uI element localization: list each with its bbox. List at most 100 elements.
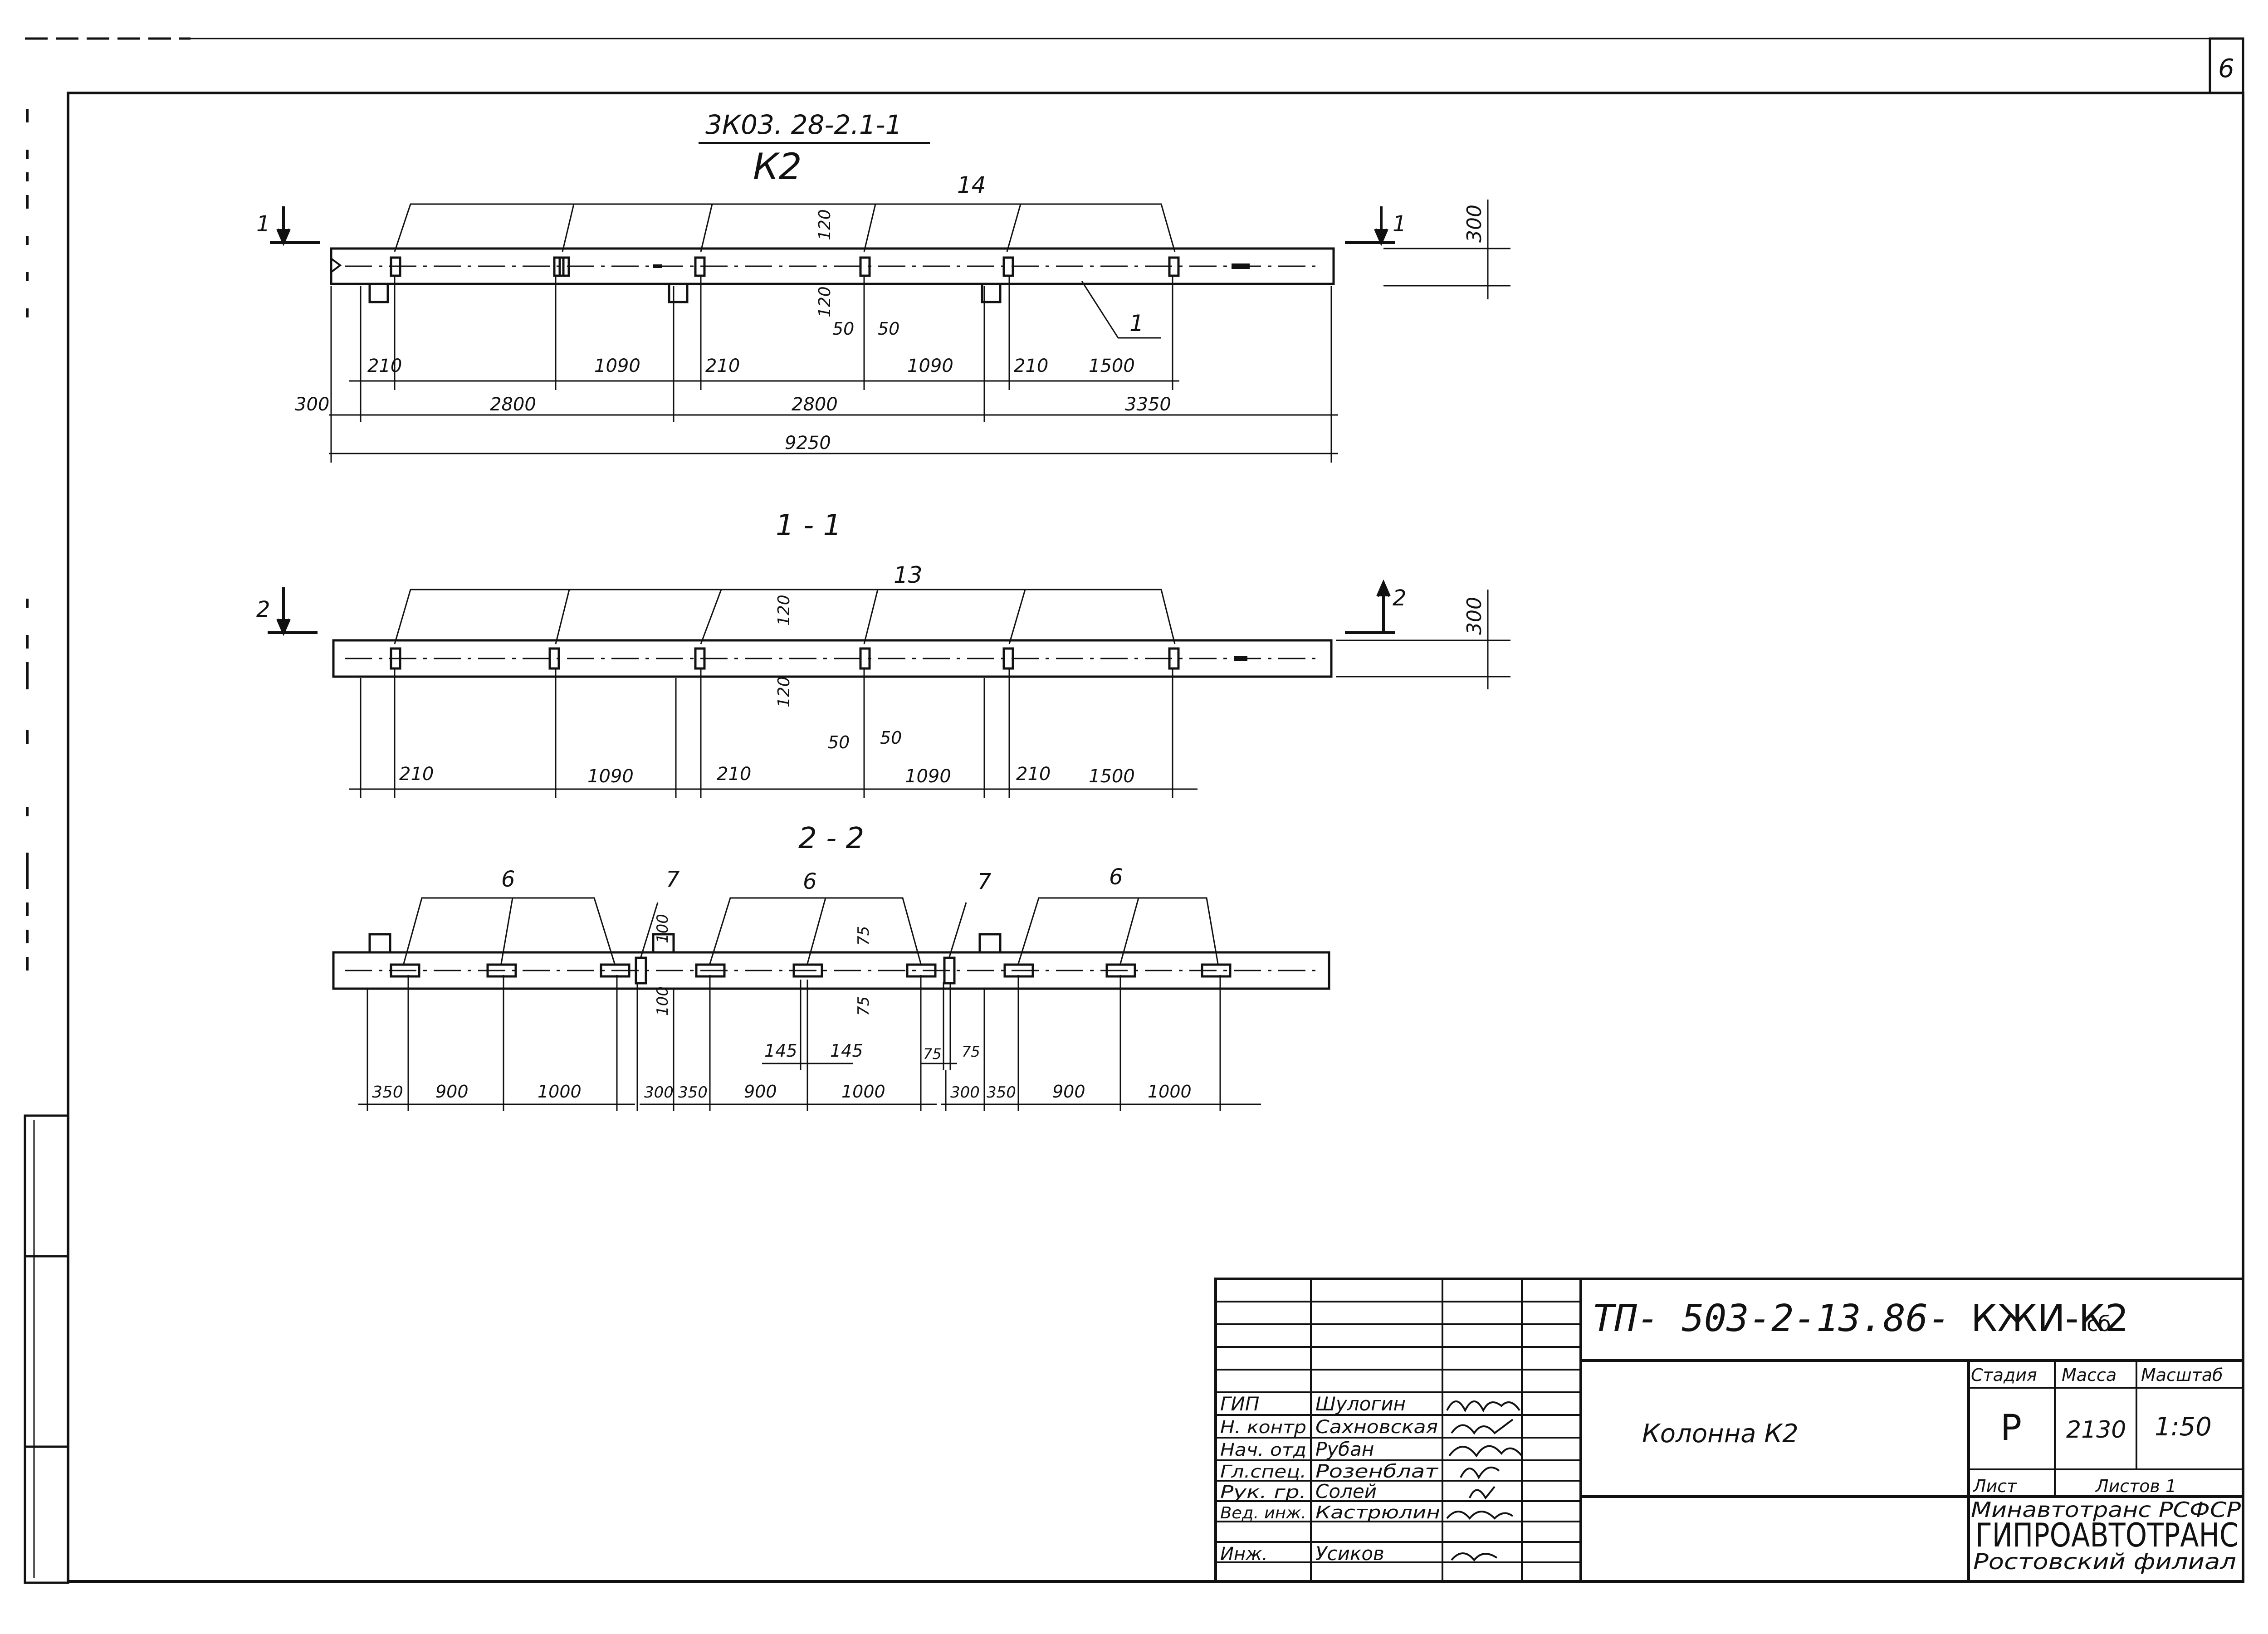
s1-hole-dim-top: 120 <box>775 595 793 626</box>
callout-6-a: 6 <box>501 867 515 892</box>
column-end-notch <box>330 258 342 273</box>
section-mark-2-right <box>1345 579 1395 634</box>
s2-dim-900-c: 900 <box>1052 1082 1085 1102</box>
stage-value: Р <box>2000 1408 2022 1449</box>
dim-main-2800-b: 2800 <box>792 394 838 415</box>
s2-dim-1000-c: 1000 <box>1148 1082 1192 1102</box>
s2-dim-350-a: 350 <box>372 1083 403 1102</box>
section-1-body <box>332 639 1333 678</box>
s2-dim-300-a: 300 <box>644 1083 674 1102</box>
doc-suffix: КЖИ-К2 <box>1971 1297 2129 1340</box>
element-name: К2 <box>753 146 802 188</box>
height-dim-main-label: 300 <box>1463 205 1486 243</box>
dim-s1-210-c: 210 <box>1016 764 1051 785</box>
callout-13: 13 <box>894 562 923 588</box>
dim-s1-210-a: 210 <box>399 764 434 785</box>
callout-14: 14 <box>957 172 986 198</box>
staff-name: Розенблат <box>1315 1461 1439 1482</box>
mass-value: 2130 <box>2066 1416 2126 1444</box>
section-label-1-right: 1 <box>1393 211 1407 237</box>
staff-name: Рубан <box>1315 1438 1374 1460</box>
left-stamp-strip <box>24 1114 69 1584</box>
staff-name: Шулогин <box>1315 1393 1406 1415</box>
sheet-number-box <box>2209 37 2244 94</box>
staff-role: Инж. <box>1220 1544 1268 1565</box>
section-2-title: 2 - 2 <box>798 822 864 855</box>
callout-7-b: 7 <box>978 869 992 894</box>
dim-s1-210-b: 210 <box>717 764 751 785</box>
element-mark: 3К03. 28-2.1-1 <box>705 109 902 140</box>
col-mass-header: Масса <box>2062 1365 2116 1385</box>
s1-hole-dim-left: 50 <box>828 732 850 752</box>
s2-dim-75-b: 75 <box>962 1043 980 1060</box>
section-1-title: 1 - 1 <box>776 509 841 542</box>
dim-lines-main <box>329 277 1338 463</box>
dim-main-total: 9250 <box>785 433 831 454</box>
staff-name: Кастрюлин <box>1315 1502 1440 1522</box>
dim-s1-1090-b: 1090 <box>905 766 951 787</box>
s1-hole-dim-right: 50 <box>880 728 902 748</box>
s2-dim-1000-b: 1000 <box>841 1082 885 1102</box>
height-dim-1-label: 300 <box>1463 597 1486 635</box>
dim-lines-1 <box>349 669 1198 798</box>
s2-dim-75-a: 75 <box>923 1045 942 1063</box>
s1-hole-dim-bottom: 120 <box>775 676 793 707</box>
staff-role: Вед. инж. <box>1220 1504 1306 1522</box>
main-view-elevation: 14 1 1 1 300 120 120 50 50 <box>256 172 1510 463</box>
section-1-1: 1 - 1 13 2 2 300 120 120 <box>256 509 1510 798</box>
s2-dim-1000-a: 1000 <box>538 1082 582 1102</box>
section-2-body <box>332 951 1330 990</box>
console-3 <box>981 284 1002 303</box>
title-block: ТП- 503-2-13.86- КЖИ-К2 сб Колонна К2 Ст… <box>1214 1278 2244 1583</box>
signatures <box>1446 1400 1523 1562</box>
staff-name: Усиков <box>1315 1542 1384 1565</box>
sheets-label: Листов 1 <box>2095 1476 2176 1496</box>
hole-dim-top: 120 <box>816 209 834 240</box>
section-label-1-left: 1 <box>256 211 270 237</box>
doc-code: ТП- 503-2-13.86- <box>1592 1297 1950 1340</box>
staff-rows: ГИП Шулогин Н. контр Сахновская Нач. отд… <box>1220 1393 1440 1565</box>
main-holes <box>390 256 1180 277</box>
s2-dim-145-a: 145 <box>764 1041 797 1061</box>
s2-dim-300-b: 300 <box>950 1083 980 1102</box>
s2-dim-900-b: 900 <box>744 1082 777 1102</box>
drawing-frame <box>67 92 2244 1583</box>
staff-role: ГИП <box>1220 1393 1259 1415</box>
doc-suffix-small: сб <box>2087 1312 2111 1336</box>
section-mark-1-right <box>1345 206 1395 246</box>
dim-main-210-c: 210 <box>1014 356 1048 376</box>
dim-main-1090-a: 1090 <box>594 356 640 376</box>
s2-hole-dim-bottom: 100 <box>654 986 672 1016</box>
dim-main-1500: 1500 <box>1089 356 1135 376</box>
title-block-frame <box>1214 1278 2244 1583</box>
dim-s1-1090-a: 1090 <box>587 766 634 787</box>
hole-dim-bottom: 120 <box>816 286 834 317</box>
scale-value: 1:50 <box>2155 1412 2212 1442</box>
console-1 <box>368 284 389 303</box>
dim-main-210-b: 210 <box>705 356 740 376</box>
s2-hole-dim-top: 100 <box>654 914 672 943</box>
section-2-consoles <box>368 933 1002 952</box>
staff-role: Гл.спец. <box>1220 1462 1306 1482</box>
dim-main-1090-b: 1090 <box>907 356 953 376</box>
s2-dim-900-a: 900 <box>435 1082 469 1102</box>
s2-slot-dim-bottom: 75 <box>855 996 873 1016</box>
callout-leaders-1 <box>394 589 1176 644</box>
org-line-3: Ростовский филиал <box>1973 1549 2236 1575</box>
col-stage-header: Стадия <box>1971 1365 2037 1385</box>
staff-role: Н. контр <box>1220 1417 1306 1437</box>
dim-lines-2 <box>358 975 1261 1111</box>
section-mark-2-left <box>268 587 318 636</box>
org-line-1: Минавтотранс РСФСР <box>1971 1497 2241 1522</box>
section-2-2: 2 - 2 6 7 6 7 6 100 100 75 75 <box>332 822 1330 1111</box>
sheet-number: 6 <box>2218 54 2234 83</box>
dim-main-3350: 3350 <box>1125 394 1171 415</box>
staff-name: Сахновская <box>1315 1417 1438 1438</box>
callout-7-a: 7 <box>666 867 680 892</box>
col-scale-header: Масштаб <box>2141 1365 2223 1385</box>
s2-dim-350-b: 350 <box>678 1083 708 1102</box>
s2-dim-350-c: 350 <box>987 1083 1016 1102</box>
dim-main-210-a: 210 <box>367 356 402 376</box>
callout-1: 1 <box>1129 310 1144 337</box>
